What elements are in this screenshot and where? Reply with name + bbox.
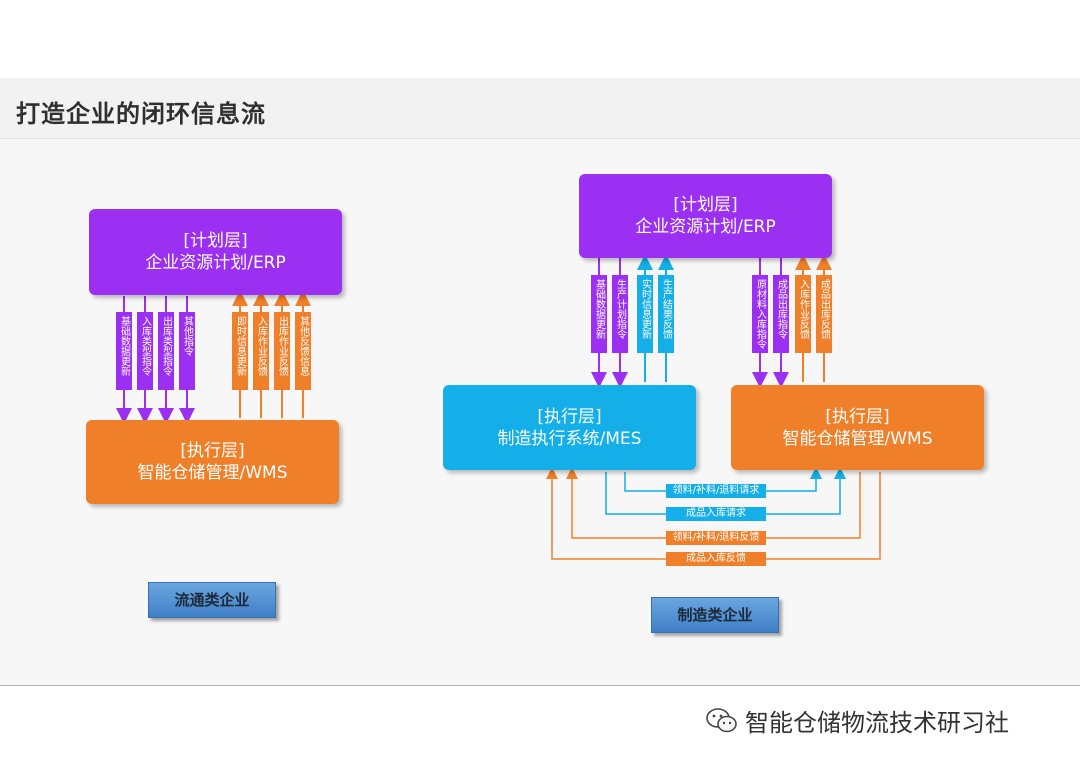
left-erp-box: [计划层] 企业资源计划/ERP [89,209,342,295]
wechat-icon [706,707,737,732]
wms-down-label-1: 原材料入库指令 [752,275,768,353]
manufacturing-enterprise-button[interactable]: 制造类企业 [651,597,779,633]
left-wms-layer: [执行层] [180,441,245,461]
mes-up-label-2: 生产结果反馈 [658,275,674,353]
page-title: 打造企业的闭环信息流 [16,100,266,128]
left-down-label-2: 入库类型指令 [137,312,153,390]
right-mes-box: [执行层] 制造执行系统/MES [443,385,696,470]
mes-up-label-1: 实时信息更新 [637,275,653,353]
left-down-label-4: 其他指令 [179,312,195,390]
right-mes-name: 制造执行系统/MES [497,428,642,449]
left-erp-layer: [计划层] [183,231,248,251]
flow-label-3: 领料/补料/退料反馈 [666,531,766,545]
mes-down-label-2: 生产计划指令 [612,275,628,353]
left-down-label-1: 基础数据更新 [116,312,132,390]
right-wms-layer: [执行层] [825,406,890,427]
right-erp-box: [计划层] 企业资源计划/ERP [579,174,832,258]
left-wms-name: 智能仓储管理/WMS [137,463,288,483]
wms-down-label-2: 成品出库指令 [773,275,789,353]
right-erp-layer: [计划层] [673,195,738,215]
mes-down-label-1: 基础数据更新 [591,275,607,353]
title-bar: 打造企业的闭环信息流 [0,78,1080,139]
watermark-text: 智能仓储物流技术研习社 [745,709,1009,737]
watermark: 智能仓储物流技术研习社 [705,703,1009,738]
wms-up-label-1: 入库作业反馈 [795,275,811,353]
right-wms-box: [执行层] 智能仓储管理/WMS [731,385,984,470]
flow-label-4: 成品入库反馈 [666,552,766,566]
left-up-label-4: 其他反馈信息 [295,312,311,390]
left-up-label-2: 入库作业反馈 [253,312,269,390]
left-wms-box: [执行层] 智能仓储管理/WMS [86,420,339,504]
distribution-enterprise-button[interactable]: 流通类企业 [148,582,276,618]
flow-label-1: 领料/补料/退料请求 [666,484,766,498]
right-erp-name: 企业资源计划/ERP [635,217,776,237]
right-wms-name: 智能仓储管理/WMS [782,428,933,449]
left-up-label-1: 即时信息更新 [232,312,248,390]
flow-label-2: 成品入库请求 [666,507,766,521]
left-down-label-3: 出库类型指令 [158,312,174,390]
left-erp-name: 企业资源计划/ERP [145,253,286,273]
right-mes-layer: [执行层] [537,406,602,427]
wms-up-label-2: 成品出库反馈 [816,275,832,353]
left-up-label-3: 出库作业反馈 [274,312,290,390]
